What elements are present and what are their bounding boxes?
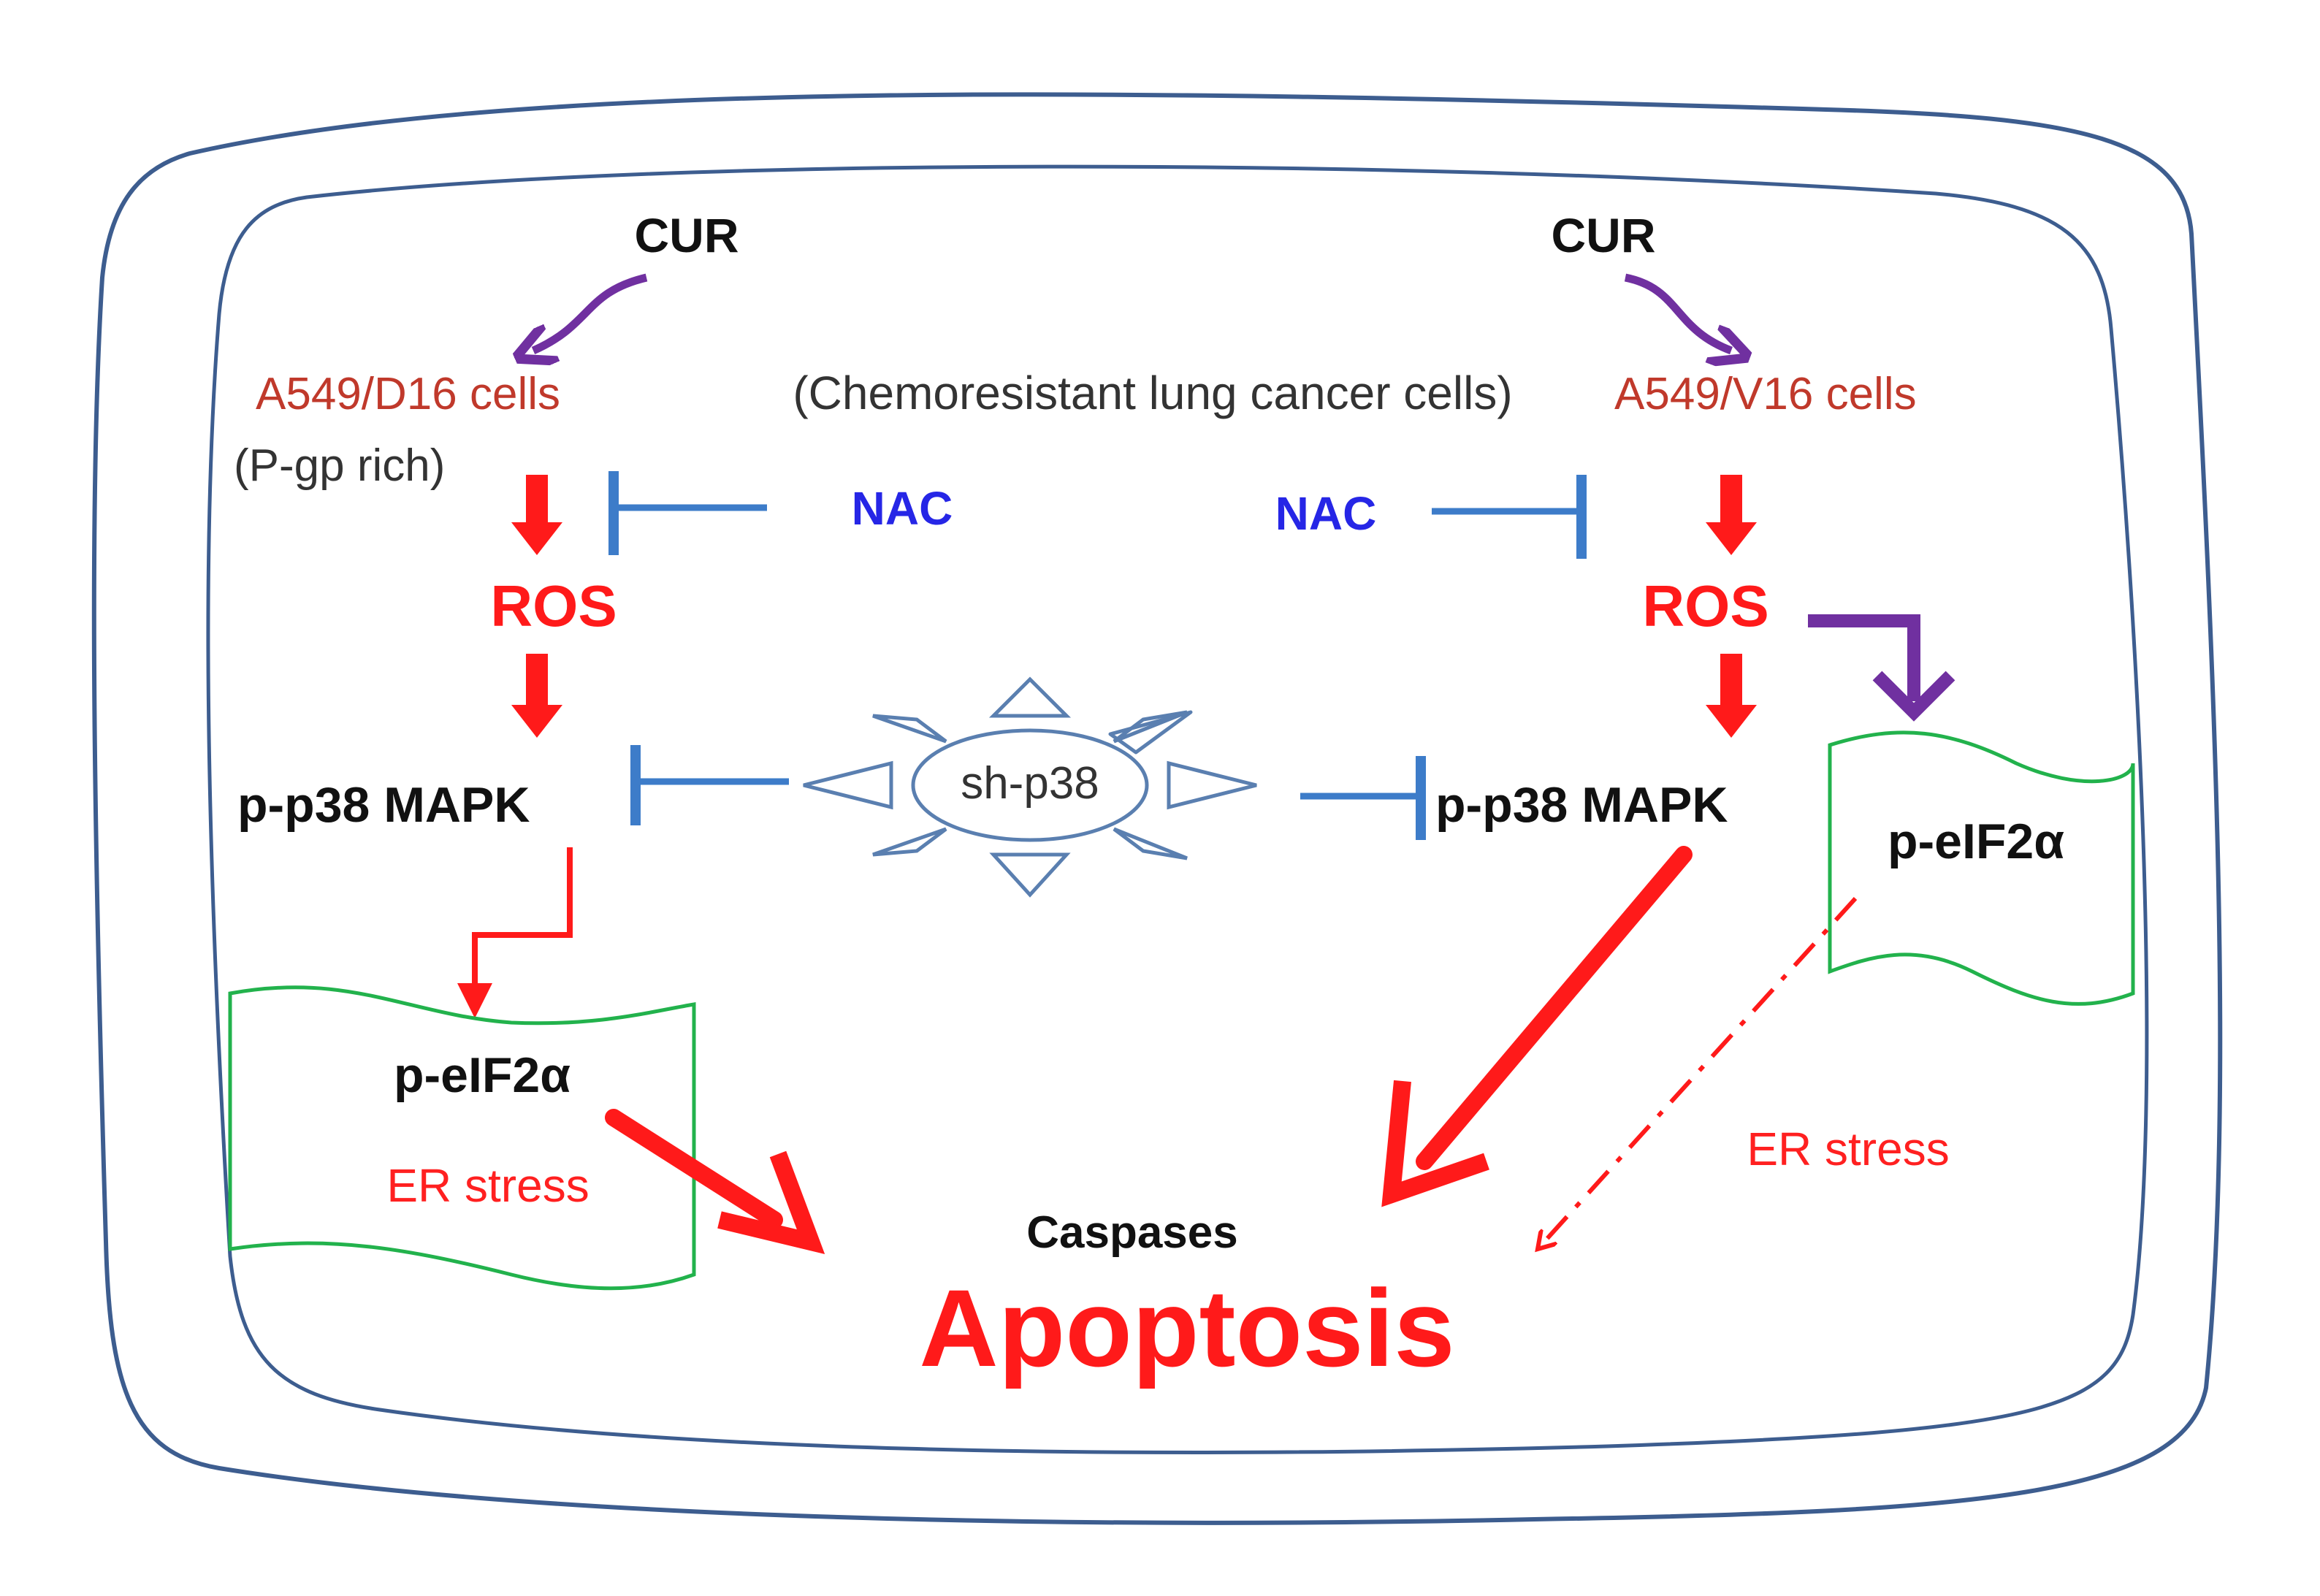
left-er-stress-label: ER stress (386, 1159, 589, 1212)
right-cur-arrow (1624, 273, 1731, 351)
starburst-icon (803, 676, 1257, 898)
left-p-gp-note: (P-gp rich) (234, 440, 445, 491)
left-eif-label: p-eIF2α (394, 1047, 571, 1103)
right-sh-p38-inhibitor (1300, 756, 1426, 840)
right-cur-label: CUR (1552, 208, 1656, 262)
right-mapk-label: p-p38 MAPK (1435, 777, 1728, 833)
right-eif-to-apoptosis-dashed-arrow (1538, 896, 1858, 1249)
sh-p38-label: sh-p38 (961, 758, 1099, 809)
caspases-label: Caspases (1026, 1207, 1238, 1258)
right-mapk-arrow (1706, 654, 1757, 738)
right-ros-label: ROS (1642, 573, 1768, 638)
left-cur-arrow (533, 273, 648, 351)
inner-cell-outline (206, 164, 2149, 1454)
left-sh-p38-inhibitor (630, 745, 789, 825)
outer-cell-outline (91, 92, 2223, 1525)
right-er-stress-label: ER stress (1747, 1123, 1949, 1175)
left-ros-label: ROS (490, 573, 617, 638)
right-er-stress-box (1828, 730, 2135, 1006)
right-eif-label: p-eIF2α (1888, 814, 2064, 869)
left-nac-inhibitor (608, 471, 767, 555)
right-ros-arrow (1706, 475, 1757, 555)
left-ros-arrow (511, 475, 562, 555)
left-nac-label: NAC (852, 482, 953, 535)
chemoresistant-description: (Chemoresistant lung cancer cells) (793, 367, 1512, 419)
left-mapk-label: p-p38 MAPK (237, 777, 530, 833)
left-cell-line-label: A549/D16 cells (256, 369, 560, 419)
apoptosis-label: Apoptosis (919, 1267, 1454, 1389)
left-mapk-arrow (511, 654, 562, 738)
right-mapk-to-apoptosis-arrow (1381, 846, 1693, 1207)
left-er-stress-box (228, 985, 696, 1291)
left-eif-to-apoptosis-arrow (605, 1109, 825, 1254)
right-ros-to-eif-arrow (1808, 614, 1955, 722)
right-nac-label: NAC (1275, 487, 1377, 540)
right-nac-inhibitor (1432, 475, 1587, 559)
right-cell-line-label: A549/V16 cells (1614, 369, 1917, 419)
left-mapk-to-eif-arrow (457, 847, 573, 1018)
left-cur-label: CUR (635, 208, 739, 262)
